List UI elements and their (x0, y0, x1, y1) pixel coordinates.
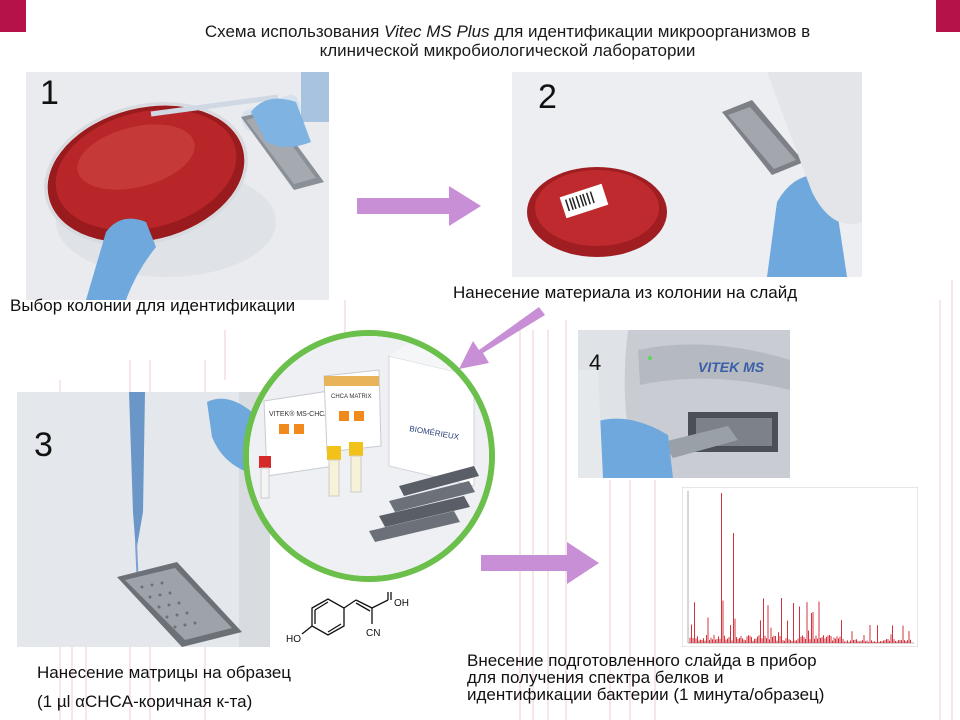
step-number-4: 4 (589, 350, 602, 375)
title-suffix: для идентификации микроорганизмов в (489, 22, 811, 41)
matrix-kit-image: BIOMÉRIEUX VITEK® MS-CHCA CHCA MATRIX (243, 330, 495, 582)
step-3-caption-line2: (1 µl αCHCA-коричная к-та) (37, 692, 253, 711)
kit-box2-label: CHCA MATRIX (331, 394, 372, 400)
step-2-caption: Нанесение материала из колонии на слайд (453, 283, 798, 302)
arrow-right-icon (357, 186, 481, 226)
structure-ho: HO (286, 634, 301, 645)
instrument-label: VITEK MS (698, 359, 765, 375)
step-1-caption: Выбор колонии для идентификации (10, 296, 296, 315)
title-line2: клинической микробиологической лаборатор… (319, 41, 696, 60)
title-prefix: Схема использования (204, 22, 385, 41)
kit-box1-label: VITEK® MS-CHCA (269, 410, 329, 418)
step-4-caption: Внесение подготовленного слайда в прибор… (467, 652, 824, 703)
step-3-caption-line1: Нанесение матрицы на образец (37, 663, 292, 682)
accent-bar-left (0, 0, 26, 32)
protein-spectrum (682, 487, 918, 647)
photo-colony-selection (26, 72, 329, 300)
arrow-down-left-icon (459, 307, 545, 369)
structure-cn: CN (366, 628, 380, 639)
photo-instrument: VITEK MS (578, 330, 790, 478)
accent-bar-right (936, 0, 960, 32)
slide-title: Схема использования Vitec MS Plus для ид… (100, 22, 915, 60)
step-number-2: 2 (538, 78, 557, 116)
photo-material-application (512, 72, 862, 277)
structure-oh: OH (394, 598, 409, 609)
step-4-caption-line2: для получения спектра белков и (467, 668, 724, 687)
title-product-name: Vitec MS Plus (384, 22, 490, 41)
step-4-caption-line3: идентификации бактерии (1 минута/образец… (467, 685, 825, 704)
chca-structure: HO OH CN (284, 590, 420, 656)
step-number-3: 3 (34, 426, 53, 464)
step-number-1: 1 (40, 74, 59, 112)
arrow-right-icon (481, 542, 599, 584)
photo-matrix-application (17, 392, 270, 647)
step-4-caption-line1: Внесение подготовленного слайда в прибор (467, 651, 817, 670)
